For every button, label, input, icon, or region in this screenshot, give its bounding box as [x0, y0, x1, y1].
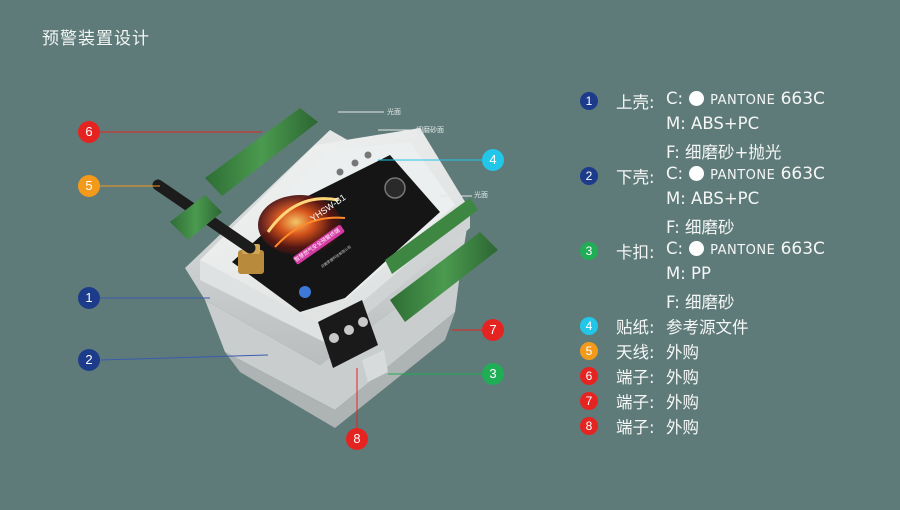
callout-5: 5	[78, 175, 100, 197]
callout-1: 1	[78, 287, 100, 309]
callout-7: 7	[482, 319, 504, 341]
spec-num-badge: 3	[580, 242, 598, 260]
spec-label: 天线:	[616, 343, 655, 362]
spec-row-terminal-8: 8 端子: 外购	[580, 413, 890, 438]
pantone-label: PANTONE	[710, 168, 776, 183]
spec-value: 外购	[666, 418, 699, 437]
din-clip	[362, 350, 388, 382]
spec-label: 端子:	[616, 393, 655, 412]
spec-finish: F: 细磨砂	[666, 218, 735, 237]
spec-row-terminal-6: 6 端子: 外购	[580, 363, 890, 388]
callout-6: 6	[78, 121, 100, 143]
spec-value: 外购	[666, 368, 699, 387]
color-swatch-icon	[689, 91, 705, 106]
spec-material: M: PP	[666, 264, 711, 283]
spec-value: 外购	[666, 343, 699, 362]
page-title: 预警装置设计	[42, 29, 150, 49]
spec-material: M: ABS+PC	[666, 189, 760, 208]
color-swatch-icon	[689, 166, 705, 181]
spec-label: 卡扣:	[616, 243, 655, 262]
spec-finish: F: 细磨砂+抛光	[666, 143, 782, 162]
device-drawing: YHSW-B1 智慧燃气安全预警终端 合肥思康科技有限公司	[99, 108, 498, 428]
spec-label: 端子:	[616, 368, 655, 387]
color-prefix: C:	[666, 164, 684, 183]
spec-row-sticker: 4 贴纸: 参考源文件	[580, 313, 890, 338]
spec-num-badge: 8	[580, 417, 598, 435]
spec-row-lower-shell: 2 下壳: C: PANTONE 663C	[580, 163, 890, 188]
pantone-code: 663C	[780, 164, 825, 184]
spec-row-terminal-7: 7 端子: 外购	[580, 388, 890, 413]
spec-list: 1 上壳: C: PANTONE 663C M: ABS+PC F: 细磨砂+抛光…	[580, 88, 890, 438]
color-prefix: C:	[666, 89, 684, 108]
pantone-code: 663C	[780, 89, 825, 109]
note-fine-matte: 细磨砂面	[416, 126, 444, 134]
note-glossy-top: 光面	[387, 108, 401, 116]
spec-num-badge: 2	[580, 167, 598, 185]
screw-terminal	[318, 300, 378, 368]
callout-4: 4	[482, 149, 504, 171]
speaker-icon	[384, 177, 406, 199]
callout-3: 3	[482, 363, 504, 385]
product-illustration: YHSW-B1 智慧燃气安全预警终端 合肥思康科技有限公司	[78, 108, 504, 450]
pantone-code: 663C	[780, 239, 825, 259]
spec-finish: F: 细磨砂	[666, 293, 735, 312]
spec-num-badge: 4	[580, 317, 598, 335]
terminal-block-left	[170, 108, 318, 240]
spec-label: 下壳:	[616, 168, 655, 187]
terminal-block-right	[385, 198, 498, 322]
callout-2: 2	[78, 349, 100, 371]
spec-label: 上壳:	[616, 93, 655, 112]
spec-row-upper-shell: 1 上壳: C: PANTONE 663C	[580, 88, 890, 113]
spec-value: 参考源文件	[666, 318, 749, 337]
spec-label: 贴纸:	[616, 318, 655, 337]
status-led-icon	[299, 286, 311, 298]
pantone-label: PANTONE	[710, 93, 776, 108]
spec-num-badge: 6	[580, 367, 598, 385]
spec-num-badge: 7	[580, 392, 598, 410]
callout-8: 8	[346, 428, 368, 450]
spec-label: 端子:	[616, 418, 655, 437]
color-swatch-icon	[689, 241, 705, 256]
spec-num-badge: 5	[580, 342, 598, 360]
note-glossy-side: 光面	[474, 191, 488, 199]
spec-row-antenna: 5 天线: 外购	[580, 338, 890, 363]
antenna-connector	[238, 250, 264, 274]
spec-num-badge: 1	[580, 92, 598, 110]
lower-shell-front	[205, 258, 462, 410]
spec-value: 外购	[666, 393, 699, 412]
color-prefix: C:	[666, 239, 684, 258]
spec-material: M: ABS+PC	[666, 114, 760, 133]
pantone-label: PANTONE	[710, 243, 776, 258]
spec-row-clip: 3 卡扣: C: PANTONE 663C	[580, 238, 890, 263]
